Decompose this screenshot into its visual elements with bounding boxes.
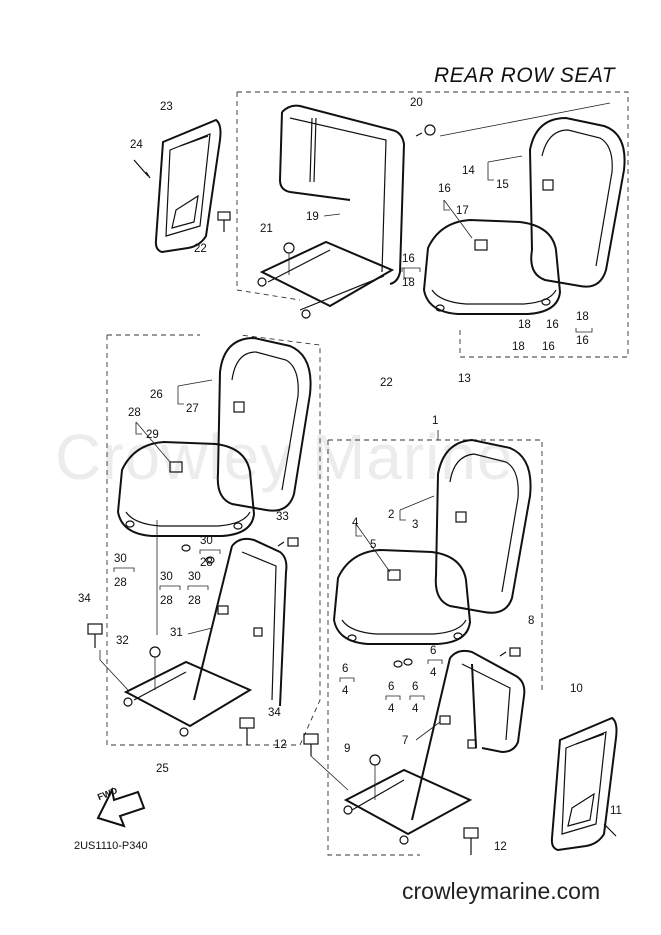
bolt-34-bottom [239,717,255,745]
seat-cushion-4 [332,548,472,668]
callout-22b: 22 [380,377,393,389]
callout-30d: 30 [200,535,213,547]
callout-18d: 18 [576,311,589,323]
seat-frame-31 [123,537,288,737]
callout-labels: 1 2 3 4 5 6 4 6 4 6 4 6 4 7 8 9 10 11 12… [78,97,622,853]
callout-5: 5 [370,539,376,551]
nut-32 [149,646,161,690]
callout-18b: 18 [518,319,531,331]
left-seat-boundary [106,334,321,746]
callout-21: 21 [260,223,273,235]
callout-22a: 22 [194,243,207,255]
callout-29: 29 [146,429,159,441]
callout-28d: 28 [188,595,201,607]
callout-12a: 12 [274,739,287,751]
backrest-26 [216,336,312,512]
bolt-24 [133,159,151,179]
bolt-8 [499,647,521,657]
callout-8: 8 [528,615,534,627]
callout-19: 19 [306,211,319,223]
callout-4d: 4 [430,667,437,679]
callout-25: 25 [156,763,169,775]
part-code: 2US1110-P340 [74,840,148,852]
bolt-12-left [303,733,349,791]
callout-32: 32 [116,635,129,647]
callout-28c: 28 [160,595,173,607]
left-seat-group [87,334,321,746]
callout-27: 27 [186,403,199,415]
callout-20: 20 [410,97,423,109]
callout-7: 7 [402,735,408,747]
callout-4a: 4 [342,685,349,697]
rear-row-seat-group [133,91,629,358]
callout-24: 24 [130,139,143,151]
section-title: REAR ROW SEAT [434,64,616,87]
callout-1: 1 [432,415,438,427]
callout-28b: 28 [114,577,127,589]
right-seat-boundary [328,439,543,690]
callout-4: 4 [352,517,359,529]
callout-28a: 28 [128,407,141,419]
callout-11: 11 [610,805,622,817]
callout-16a: 16 [438,183,451,195]
callout-6c: 6 [412,681,418,693]
backrest-14 [528,116,626,288]
side-panel-left-23 [154,118,222,254]
callout-6d: 6 [430,645,436,657]
callout-16d: 16 [542,341,555,353]
callout-18a: 18 [402,277,415,289]
callout-16e: 16 [576,335,589,347]
callout-30a: 30 [114,553,127,565]
callout-9: 9 [344,743,350,755]
callout-26: 26 [150,389,163,401]
callout-14: 14 [462,165,475,177]
nut-9 [369,754,381,800]
callout-3: 3 [412,519,418,531]
callout-brackets [113,267,593,700]
callout-34a: 34 [78,593,91,605]
callout-4c: 4 [412,703,419,715]
backrest-2 [434,438,532,614]
bolt-33 [277,537,299,547]
callout-34b: 34 [268,707,281,719]
callout-10: 10 [570,683,583,695]
callout-15: 15 [496,179,509,191]
bolt-34-left [87,623,103,648]
nut-20 [415,124,436,137]
seat-cushion-16 [422,218,562,315]
callout-30b: 30 [160,571,173,583]
callout-17: 17 [456,205,469,217]
callout-31: 31 [170,627,183,639]
callout-2: 2 [388,509,394,521]
callout-33: 33 [276,511,289,523]
callout-13: 13 [458,373,471,385]
website-link[interactable]: crowleymarine.com [402,878,601,904]
callout-18c: 18 [512,341,525,353]
callout-28e: 28 [200,557,213,569]
fwd-arrow-icon [96,786,146,828]
callout-23: 23 [160,101,173,113]
callout-12b: 12 [494,841,507,853]
seat-frame-7 [343,649,526,845]
rear-seat-boundary [237,91,629,358]
callout-6b: 6 [388,681,394,693]
nut-21 [283,242,295,275]
right-seat-group [303,430,618,856]
callout-16c: 16 [546,319,559,331]
callout-16b: 16 [402,253,415,265]
callout-4b: 4 [388,703,395,715]
bolt-11 [603,823,617,837]
bolt-22-top [217,211,231,232]
callout-6a: 6 [342,663,348,675]
seat-cushion-28 [116,440,256,564]
bolt-12-bottom [463,827,479,855]
callout-30c: 30 [188,571,201,583]
seat-frame-19 [257,104,406,319]
side-panel-right-10 [550,716,618,852]
